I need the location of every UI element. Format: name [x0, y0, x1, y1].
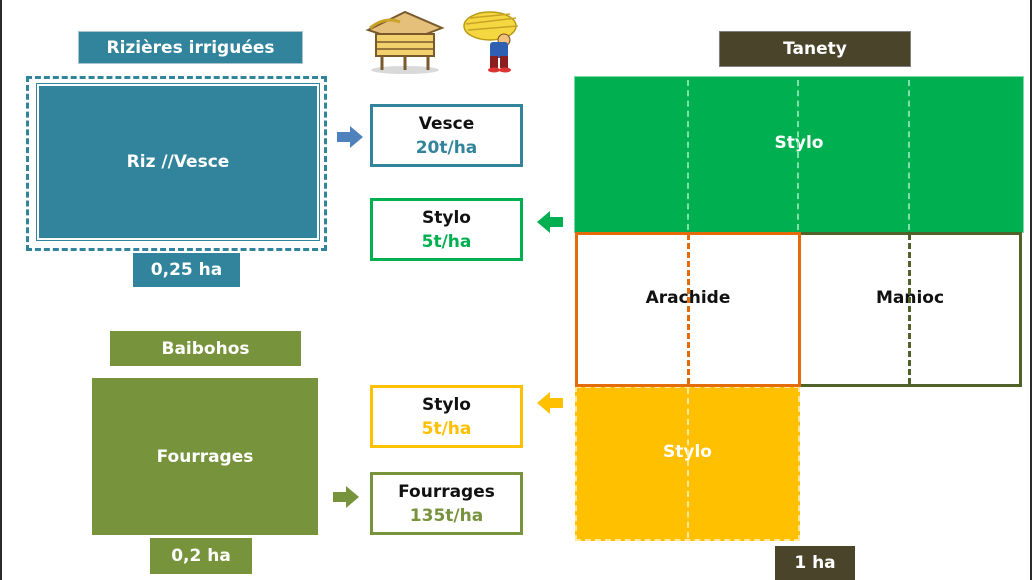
baibohos-area-text: 0,2 ha [171, 546, 231, 566]
arrow-left-icon [537, 392, 563, 414]
rizieres-title: Rizières irriguées [78, 31, 303, 64]
baibohos-title: Baibohos [110, 331, 301, 366]
yield-box-stylo-green: Stylo 5t/ha [370, 198, 523, 261]
rizieres-plot: Riz //Vesce [37, 84, 319, 240]
rizieres-title-text: Rizières irriguées [106, 37, 275, 58]
yield-vesce-name: Vesce [418, 113, 475, 134]
orange-dashed-divider [687, 234, 690, 384]
yield-stylo-green-value: 5t/ha [421, 231, 472, 252]
tanety-stylo-top-label: Stylo [774, 132, 824, 153]
olive-dashed-divider [908, 234, 911, 384]
tanety-area-badge: 1 ha [775, 546, 855, 580]
yield-fourrages-value: 135t/ha [409, 505, 484, 526]
farmer-carrying-hay-icon [463, 11, 519, 73]
green-dashed-divider [908, 80, 910, 230]
tanety-title: Tanety [719, 31, 911, 67]
yield-box-vesce: Vesce 20t/ha [370, 104, 523, 167]
yield-fourrages-name: Fourrages [398, 481, 495, 502]
baibohos-plot: Fourrages [92, 378, 318, 535]
green-dashed-divider [797, 80, 799, 230]
tanety-title-text: Tanety [783, 39, 847, 59]
yield-vesce-value: 20t/ha [415, 137, 478, 158]
rizieres-plot-outline [26, 76, 327, 251]
rizieres-plot-label: Riz //Vesce [126, 152, 230, 172]
arrow-left-icon [537, 211, 563, 233]
yield-stylo-green-name: Stylo [422, 207, 471, 228]
yellow-dashed-divider [687, 388, 689, 538]
rizieres-area-badge: 0,25 ha [133, 253, 240, 287]
green-dashed-divider [687, 80, 689, 230]
hay-barn-icon [365, 10, 445, 74]
baibohos-title-text: Baibohos [161, 338, 250, 359]
baibohos-area-badge: 0,2 ha [150, 538, 252, 574]
yield-box-fourrages: Fourrages 135t/ha [370, 472, 523, 535]
left-frame-line [0, 0, 2, 580]
arrow-right-icon [337, 126, 363, 148]
tanety-stylo-top-field: Stylo [574, 76, 1024, 233]
yield-stylo-yellow-value: 5t/ha [421, 418, 472, 439]
baibohos-plot-label: Fourrages [156, 446, 254, 467]
yield-box-stylo-yellow: Stylo 5t/ha [370, 385, 523, 448]
tanety-area-text: 1 ha [794, 553, 836, 573]
yield-stylo-yellow-name: Stylo [422, 394, 471, 415]
rizieres-area-text: 0,25 ha [150, 260, 223, 280]
right-frame-line [1030, 0, 1032, 580]
arrow-right-icon [333, 486, 359, 508]
